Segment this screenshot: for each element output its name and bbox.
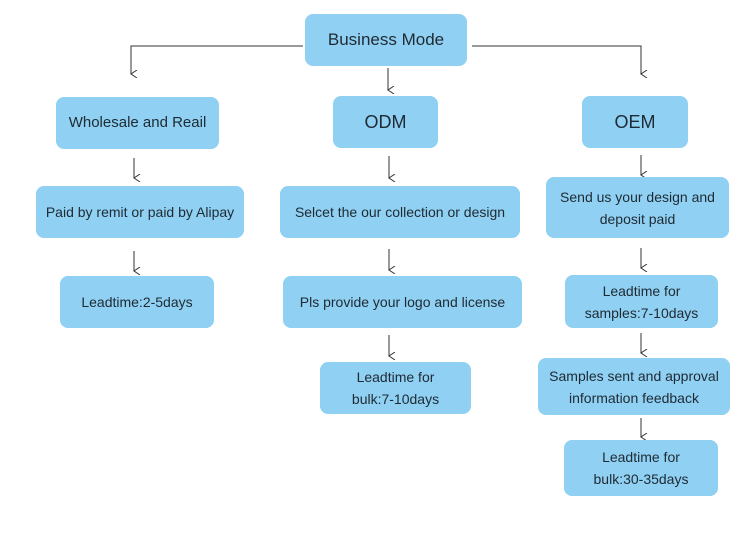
oem-step-leadtime-bulk: Leadtime for bulk:30-35days (564, 440, 718, 496)
oem-step-leadtime-samples: Leadtime for samples:7-10days (565, 275, 718, 328)
connector-root-wholesale (131, 45, 303, 74)
wholesale-node: Wholesale and Reail (56, 97, 219, 149)
wholesale-step-leadtime: Leadtime:2-5days (60, 276, 214, 328)
oem-step-design-deposit: Send us your design and deposit paid (546, 177, 729, 238)
business-mode-node: Business Mode (305, 14, 467, 66)
odm-step-leadtime-bulk: Leadtime for bulk:7-10days (320, 362, 471, 414)
odm-step-logo-license: Pls provide your logo and license (283, 276, 522, 328)
oem-node: OEM (582, 96, 688, 148)
odm-node: ODM (333, 96, 438, 148)
wholesale-step-payment: Paid by remit or paid by Alipay (36, 186, 244, 238)
odm-step-collection: Selcet the our collection or design (280, 186, 520, 238)
oem-step-samples-feedback: Samples sent and approval information fe… (538, 358, 730, 415)
connector-root-oem (472, 45, 641, 74)
